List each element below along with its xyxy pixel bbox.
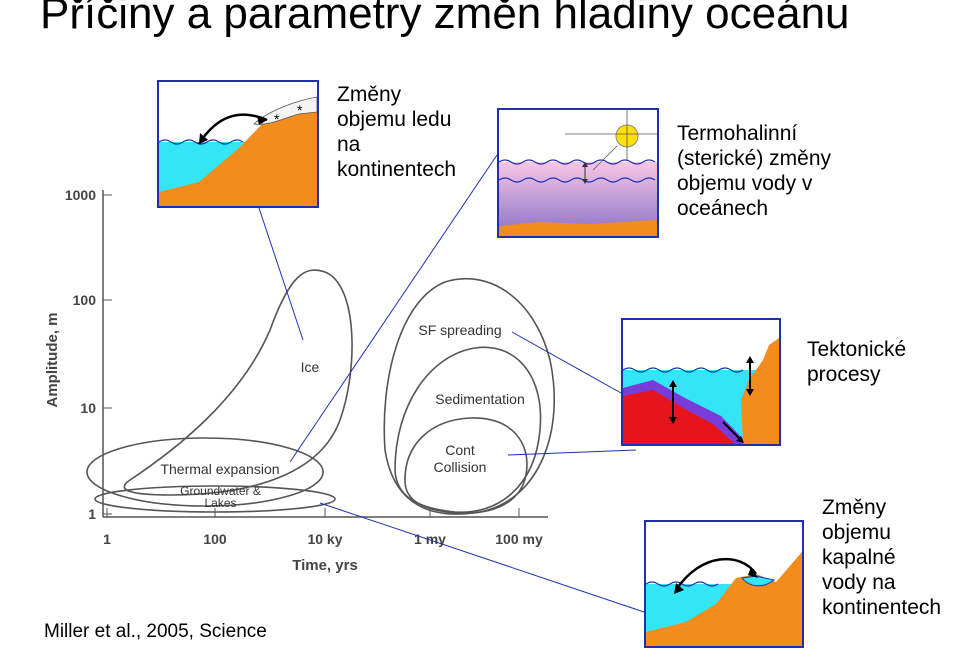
connector-thermal (289, 154, 498, 463)
x-tick-label: 1 (103, 531, 111, 547)
citation: Miller et al., 2005, Science (44, 621, 267, 642)
connector-cont-collision (507, 449, 637, 456)
svg-text:*: * (274, 111, 280, 127)
region-label-sf-spreading: SF spreading (418, 322, 501, 338)
connector-groundwater (319, 502, 645, 613)
amplitude-time-chart: 1000 100 10 1 1 100 10 ky 1 my 100 my Ti… (44, 187, 556, 574)
connector-ice (257, 204, 304, 341)
region-label-thermal-expansion: Thermal expansion (160, 461, 279, 477)
callout-liquid-water: Změny objemu kapalné vody na kontinentec… (822, 496, 942, 619)
x-axis-label: Time, yrs (292, 557, 358, 574)
thermohaline-panel (497, 108, 659, 238)
callout-tectonic: Tektonické procesy (807, 338, 907, 386)
region-ice (123, 269, 353, 496)
connector-sf-spreading (511, 331, 622, 394)
y-axis-label: Amplitude, m (44, 312, 61, 407)
svg-text:*: * (297, 102, 303, 118)
x-tick-label: 10 ky (307, 531, 342, 547)
region-label-sedimentation: Sedimentation (435, 391, 525, 407)
x-tick-label: 100 (203, 531, 227, 547)
region-thermal-expansion (86, 437, 324, 507)
callout-ice-volume: Změny objemu ledu na kontinentech (337, 83, 457, 181)
region-groundwater-lakes (94, 485, 336, 513)
y-tick-label: 100 (73, 292, 97, 308)
y-tick-label: 1 (88, 506, 96, 522)
liquid-water-panel (644, 520, 804, 648)
callout-thermohaline: Termohalinní (sterické) změny objemu vod… (677, 122, 832, 220)
region-label-groundwater-lakes: Groundwater & Lakes (180, 485, 261, 510)
y-tick-label: 1000 (65, 187, 96, 203)
x-tick-label: 100 my (495, 531, 543, 547)
y-tick-label: 10 (80, 400, 96, 416)
region-sf-spreading (383, 277, 556, 515)
region-label-ice: Ice (301, 359, 320, 375)
region-label-cont-collision: Cont Collision (433, 442, 487, 475)
region-cont-collision (404, 417, 528, 515)
region-sedimentation (394, 346, 542, 513)
tectonic-panel (621, 318, 781, 446)
ice-volume-panel: * * (157, 80, 319, 208)
page-title: Příčiny a parametry změn hladiny oceánu (40, 0, 850, 38)
